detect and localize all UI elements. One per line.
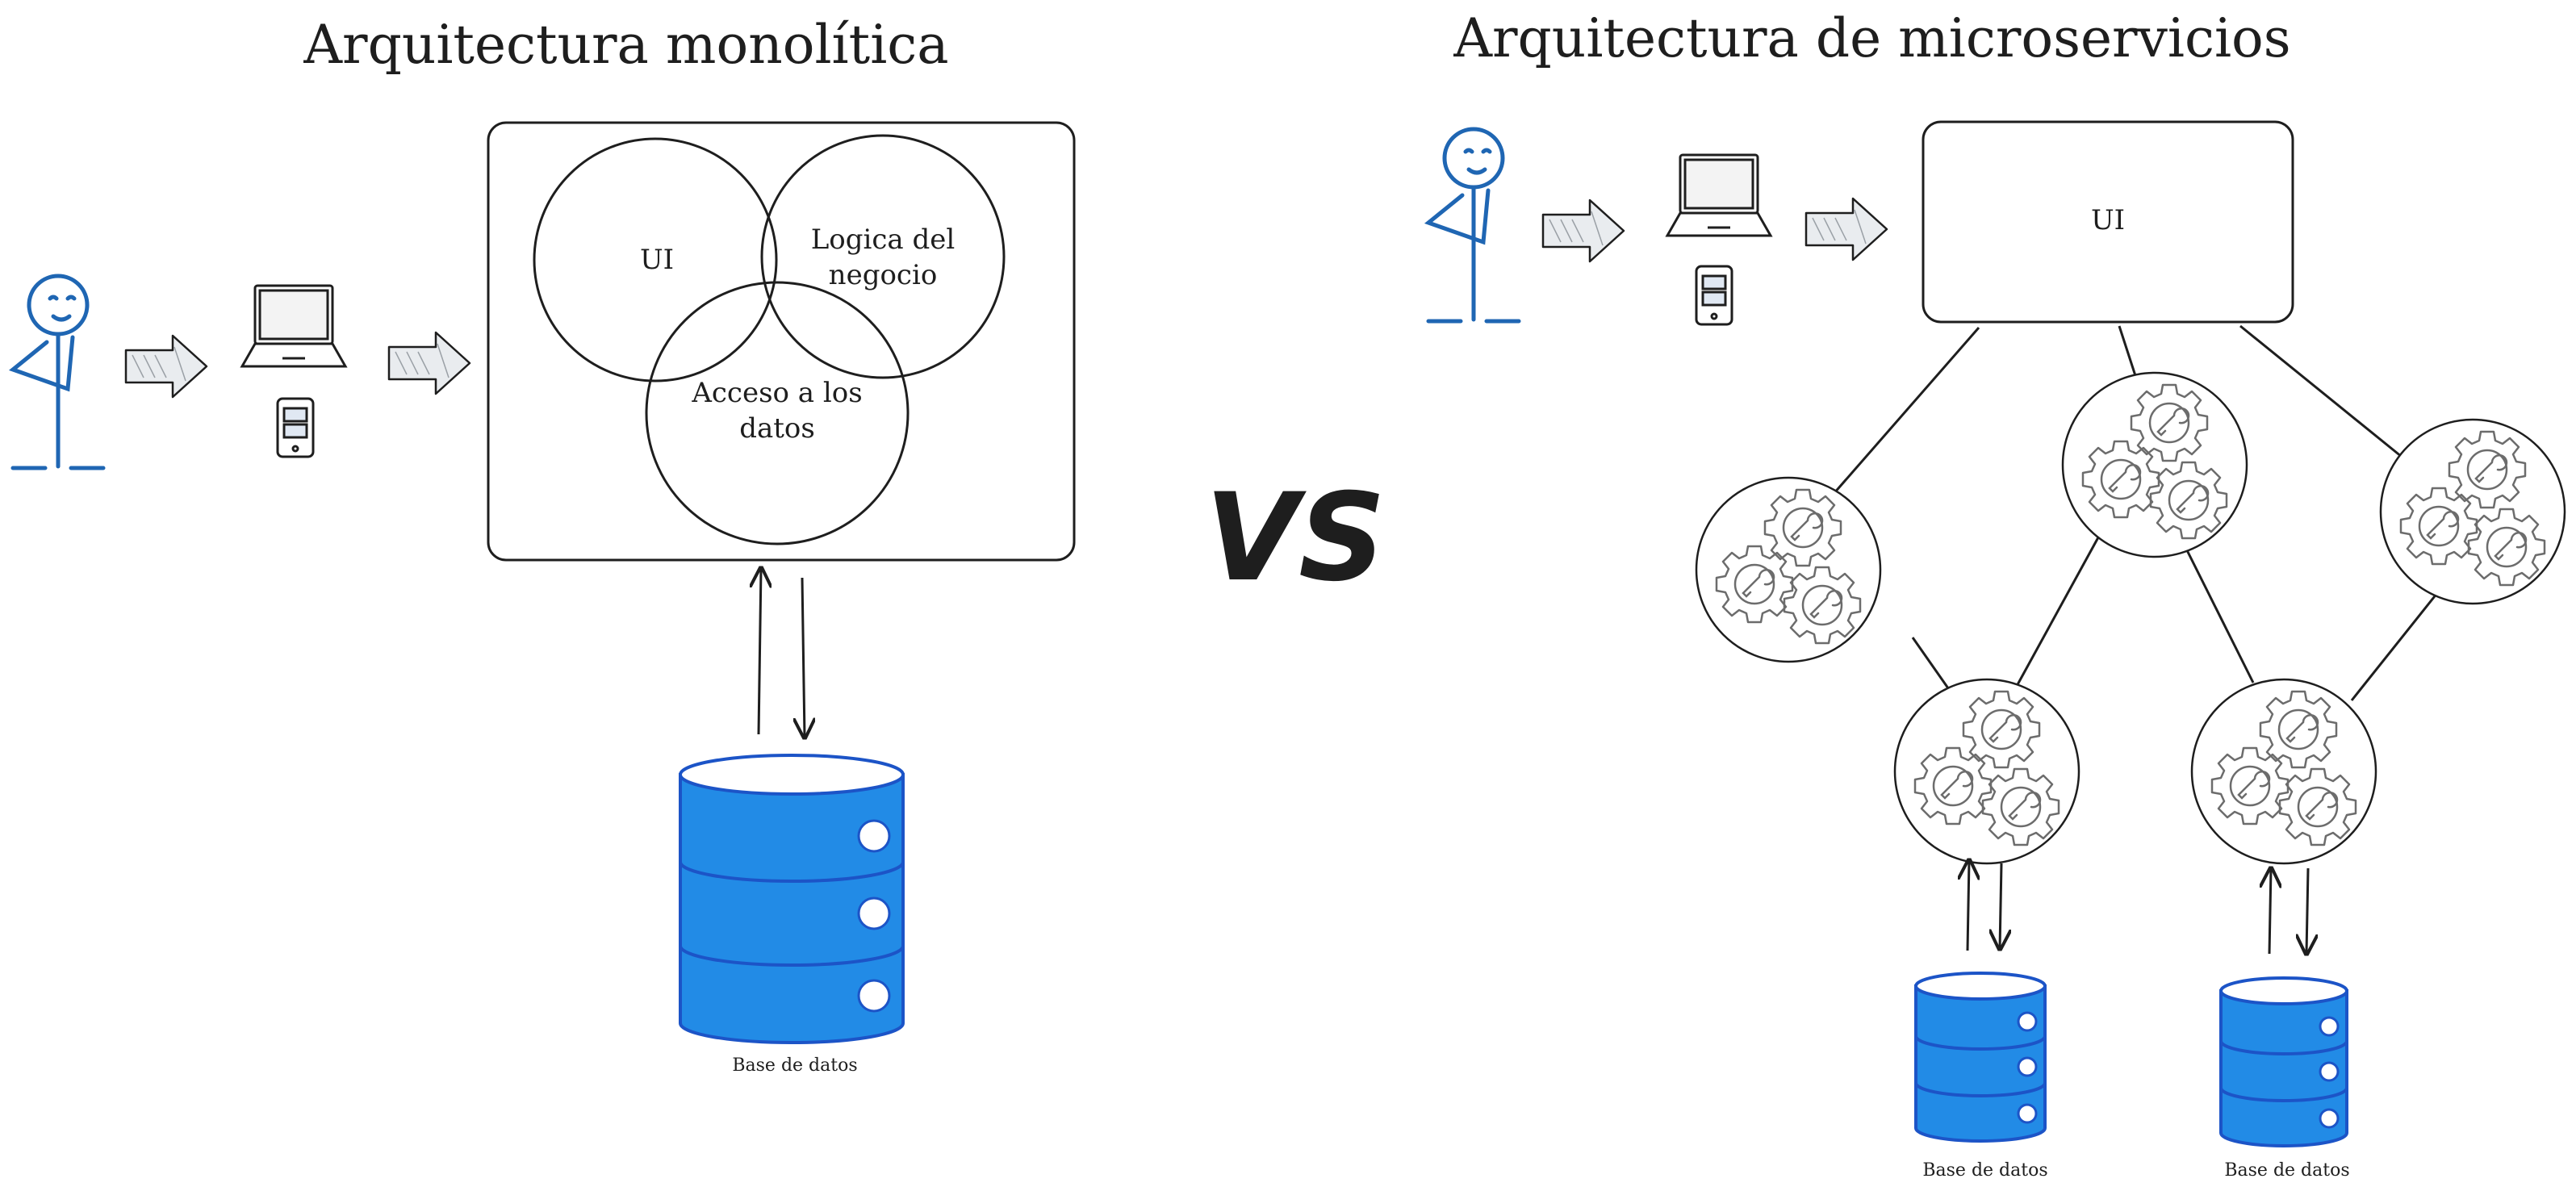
data-layer-label: Acceso a los bbox=[691, 377, 862, 409]
db-down-arrow bbox=[2306, 867, 2308, 954]
logic-layer-label: negocio bbox=[829, 259, 938, 291]
database-icon bbox=[2219, 976, 2348, 1147]
data-layer-label: datos bbox=[739, 412, 815, 445]
flow-arrow-icon bbox=[1804, 197, 1888, 261]
db-up-arrow bbox=[759, 568, 761, 735]
user-person-icon bbox=[1428, 129, 1519, 321]
db-down-arrow bbox=[2000, 863, 2001, 949]
micro-db-label: Base de datos bbox=[2224, 1160, 2349, 1181]
data-layer-circle bbox=[645, 281, 910, 545]
monolith-container bbox=[487, 121, 1076, 562]
db-up-arrow bbox=[2269, 868, 2271, 955]
service-node bbox=[2192, 679, 2376, 863]
service-node bbox=[2381, 420, 2565, 604]
client-laptop-icon bbox=[240, 284, 347, 368]
user-person-icon bbox=[13, 276, 103, 468]
logic-layer-label: Logica del bbox=[811, 224, 956, 256]
micro-db-label: Base de datos bbox=[1922, 1160, 2047, 1181]
versus-label: VS bbox=[1205, 468, 1386, 608]
database-icon bbox=[679, 754, 905, 1044]
service-node bbox=[2063, 373, 2247, 557]
ui-layer-label: UI bbox=[640, 244, 674, 276]
client-phone-icon bbox=[1695, 265, 1733, 326]
ui-layer-circle bbox=[533, 137, 778, 382]
microservices-title: Arquitectura de microservicios bbox=[1453, 7, 2290, 69]
database-icon bbox=[1914, 972, 2047, 1143]
db-up-arrow bbox=[1968, 860, 1969, 951]
logic-layer-circle bbox=[760, 134, 1006, 379]
flow-arrow-icon bbox=[1541, 199, 1625, 263]
client-phone-icon bbox=[276, 397, 315, 458]
service-node bbox=[1696, 478, 1880, 662]
monolith-db-label: Base de datos bbox=[732, 1055, 857, 1076]
micro-ui-label: UI bbox=[2091, 204, 2125, 236]
flow-arrow-icon bbox=[387, 331, 471, 395]
monolith-title: Arquitectura monolítica bbox=[303, 14, 948, 76]
db-down-arrow bbox=[802, 577, 805, 738]
client-laptop-icon bbox=[1666, 153, 1772, 237]
flow-arrow-icon bbox=[124, 334, 208, 399]
service-connections bbox=[1832, 324, 2442, 703]
service-node bbox=[1895, 679, 2079, 863]
micro-ui-box bbox=[1922, 120, 2294, 324]
